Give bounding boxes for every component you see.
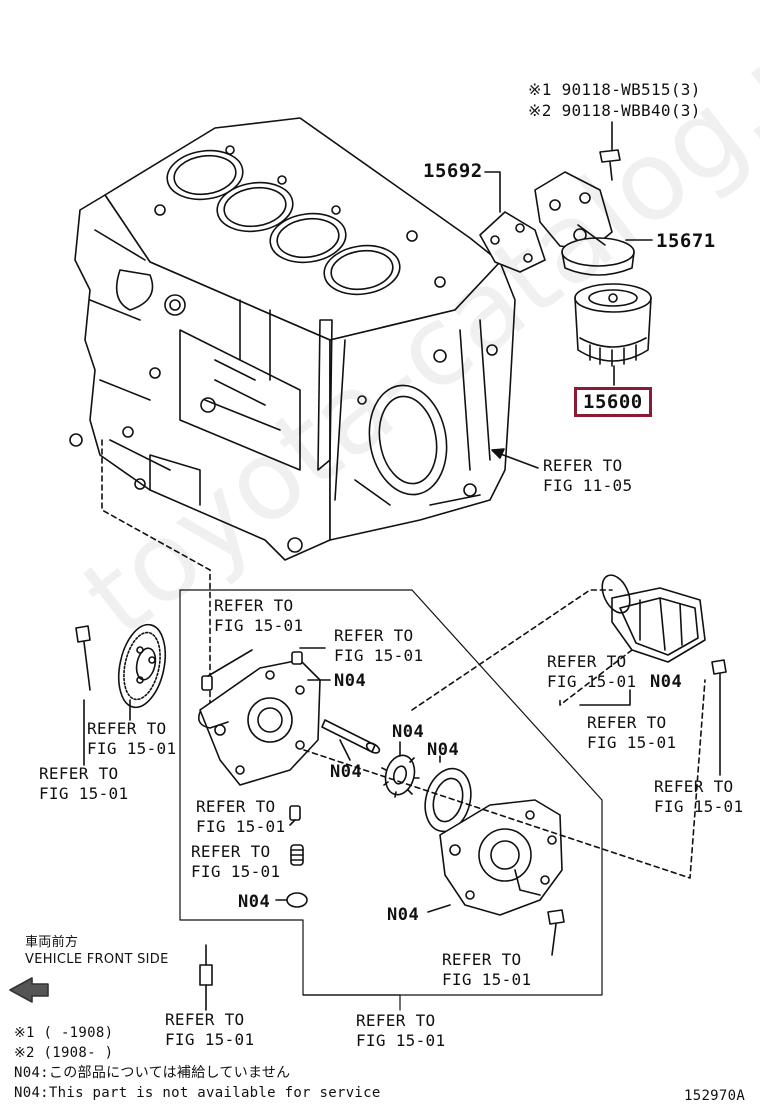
- note-4: N04:This part is not available for servi…: [14, 1085, 381, 1101]
- part-number-15692[interactable]: 15692: [423, 160, 483, 182]
- refer-sprocket-line1: REFER TO: [87, 719, 167, 738]
- n04-label-cover: N04: [650, 672, 683, 692]
- guide-line: [101, 439, 211, 721]
- refer-stud-line1: REFER TO: [165, 1010, 245, 1029]
- vehicle-front-en: VEHICLE FRONT SIDE: [25, 952, 169, 967]
- part-number-15671[interactable]: 15671: [656, 230, 716, 252]
- note-1: ※1 ( -1908): [14, 1025, 114, 1041]
- bottom-leader: [302, 994, 401, 1011]
- refer-stud-line2[interactable]: FIG 15-01: [165, 1030, 255, 1049]
- refer-pin-top-line1: REFER TO: [214, 596, 294, 615]
- pump-housing: [427, 799, 565, 956]
- note-3: N04:この部品については補給していません: [14, 1065, 291, 1081]
- refer-pin-low-line1: REFER TO: [196, 797, 276, 816]
- refer-bottom-line2[interactable]: FIG 15-01: [356, 1031, 446, 1050]
- refer-pin-right-line2[interactable]: FIG 15-01: [334, 646, 424, 665]
- engine-block: [69, 117, 516, 561]
- refer-pump-bolt-line1: REFER TO: [442, 950, 522, 969]
- oil-filter-group: [479, 121, 653, 386]
- n04-label-plug: N04: [238, 892, 271, 912]
- refer-pump-bolt-line2[interactable]: FIG 15-01: [442, 970, 532, 989]
- refer-spring-line1: REFER TO: [191, 842, 271, 861]
- refer-cover-line2[interactable]: FIG 15-01: [547, 672, 637, 691]
- refer-cover-bottom-line1: REFER TO: [587, 713, 667, 732]
- n04-label-gear-b: N04: [427, 740, 460, 760]
- note-2: ※2 (1908- ): [14, 1045, 114, 1061]
- refer-spring-line2[interactable]: FIG 15-01: [191, 862, 281, 881]
- refer-block-line2[interactable]: FIG 11-05: [543, 476, 633, 495]
- pump-cover: [197, 647, 331, 826]
- refer-arrow: [491, 448, 539, 469]
- relief-parts: [275, 844, 308, 908]
- part-number-15600[interactable]: 15600: [574, 387, 652, 417]
- figure-id: 152970A: [684, 1088, 746, 1104]
- refer-cover-bottom-line2[interactable]: FIG 15-01: [587, 733, 677, 752]
- refer-cover-bolt-line2[interactable]: FIG 15-01: [654, 797, 744, 816]
- stud-bolt: [199, 944, 213, 1011]
- refer-block-line1: REFER TO: [543, 456, 623, 475]
- vehicle-front-jp: 車両前方: [25, 935, 79, 950]
- refer-pin-right-line1: REFER TO: [334, 626, 414, 645]
- pump-assembly-frame: [179, 589, 603, 996]
- refer-sprocket-bolt-line2[interactable]: FIG 15-01: [39, 784, 129, 803]
- refer-sprocket-line2[interactable]: FIG 15-01: [87, 739, 177, 758]
- refer-sprocket-bolt-line1: REFER TO: [39, 764, 119, 783]
- n04-label-shaft: N04: [330, 762, 363, 782]
- callout-bolt-b: ※2 90118-WBB40(3): [528, 101, 701, 120]
- pump-shaft: [321, 719, 381, 761]
- refer-pin-top-line2[interactable]: FIG 15-01: [214, 616, 304, 635]
- sprocket-group: [75, 623, 167, 766]
- refer-bottom-line1: REFER TO: [356, 1011, 436, 1030]
- refer-cover-line1: REFER TO: [547, 652, 627, 671]
- n04-label-gear-a: N04: [392, 722, 425, 742]
- n04-label-pump: N04: [387, 905, 420, 925]
- callout-bolt-a: ※1 90118-WB515(3): [528, 80, 701, 99]
- refer-cover-bolt-line1: REFER TO: [654, 777, 734, 796]
- vehicle-front-arrow: [9, 977, 49, 1003]
- n04-label-a: N04: [334, 671, 367, 691]
- oil-cover: [303, 574, 727, 879]
- refer-pin-low-line2[interactable]: FIG 15-01: [196, 817, 286, 836]
